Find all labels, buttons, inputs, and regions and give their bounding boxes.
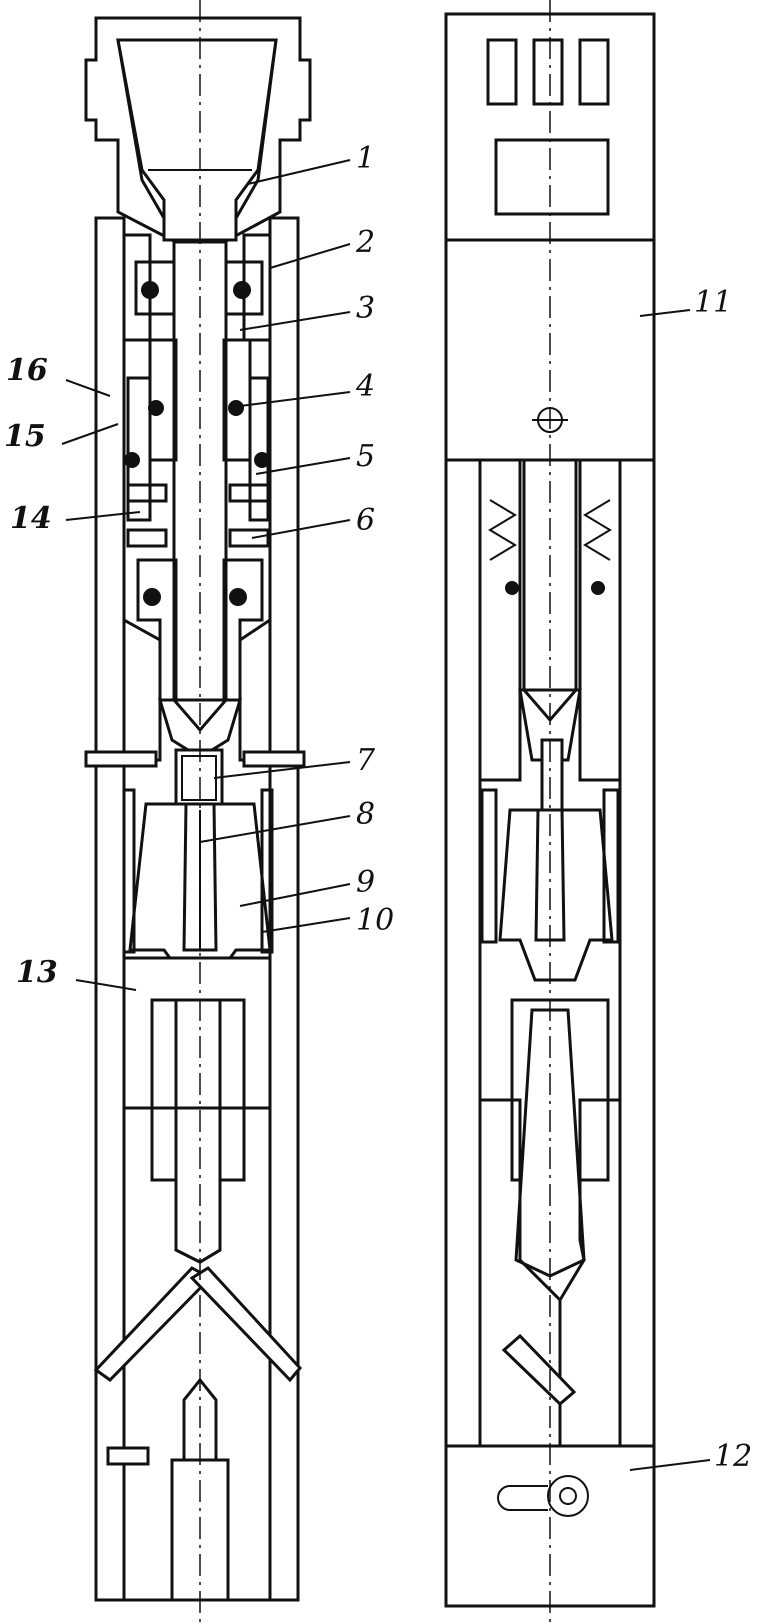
label-13: 13 [16, 955, 58, 990]
label-7: 7 [356, 743, 376, 778]
label-11: 11 [694, 285, 732, 320]
label-1: 1 [356, 141, 375, 176]
housing-left-wall [94, 216, 126, 1602]
label-16: 16 [6, 353, 48, 388]
leader-lines [61, 159, 711, 1471]
label-10: 10 [356, 903, 394, 938]
label-12: 12 [714, 1439, 752, 1474]
label-3: 3 [356, 291, 375, 326]
label-6: 6 [356, 503, 375, 538]
left-assembly-section [84, 0, 312, 1624]
labels: 1 2 3 4 5 6 7 8 9 10 11 12 13 14 15 16 [4, 141, 752, 1474]
label-8: 8 [356, 797, 375, 832]
housing-right-wall [268, 216, 300, 1602]
coupling-bore [116, 38, 278, 242]
label-5: 5 [356, 439, 375, 474]
label-2: 2 [355, 225, 375, 260]
label-9: 9 [356, 865, 375, 900]
right-assembly [444, 0, 656, 1624]
label-14: 14 [10, 501, 52, 536]
label-4: 4 [355, 369, 375, 404]
label-15: 15 [4, 419, 46, 454]
